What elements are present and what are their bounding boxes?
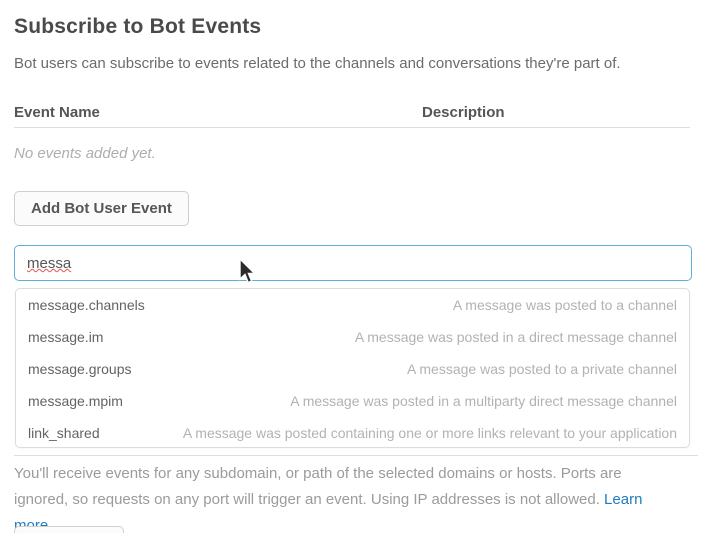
event-autocomplete-dropdown: message.channels A message was posted to… xyxy=(15,288,690,448)
event-name: message.mpim xyxy=(28,393,123,409)
page-title: Subscribe to Bot Events xyxy=(14,15,262,38)
footer-note-text: You'll receive events for any subdomain,… xyxy=(14,465,622,508)
column-header-description: Description xyxy=(422,104,505,121)
event-name: message.groups xyxy=(28,361,132,377)
dropdown-item-message-mpim[interactable]: message.mpim A message was posted in a m… xyxy=(16,385,689,417)
event-description: A message was posted to a channel xyxy=(452,297,677,313)
dropdown-item-message-groups[interactable]: message.groups A message was posted to a… xyxy=(16,353,689,385)
column-header-event-name: Event Name xyxy=(14,104,100,121)
dropdown-item-message-channels[interactable]: message.channels A message was posted to… xyxy=(16,289,689,321)
event-name: link_shared xyxy=(28,425,100,441)
empty-events-message: No events added yet. xyxy=(14,145,156,162)
section-divider xyxy=(14,455,698,456)
add-bot-user-event-button[interactable]: Add Bot User Event xyxy=(14,191,189,226)
events-footer-note: You'll receive events for any subdomain,… xyxy=(14,461,676,533)
page-subtitle: Bot users can subscribe to events relate… xyxy=(14,55,621,72)
table-header-divider xyxy=(14,127,690,128)
event-name: message.im xyxy=(28,329,104,345)
event-search-input-wrap: messa xyxy=(14,245,692,281)
clipped-bottom-button[interactable] xyxy=(14,526,124,533)
event-search-input[interactable] xyxy=(14,245,692,281)
event-description: A message was posted to a private channe… xyxy=(406,361,677,377)
event-description: A message was posted in a direct message… xyxy=(354,329,677,345)
dropdown-item-message-im[interactable]: message.im A message was posted in a dir… xyxy=(16,321,689,353)
event-description: A message was posted in a multiparty dir… xyxy=(290,393,677,409)
event-name: message.channels xyxy=(28,297,145,313)
event-description: A message was posted containing one or m… xyxy=(182,425,677,441)
dropdown-item-link-shared[interactable]: link_shared A message was posted contain… xyxy=(16,417,689,447)
